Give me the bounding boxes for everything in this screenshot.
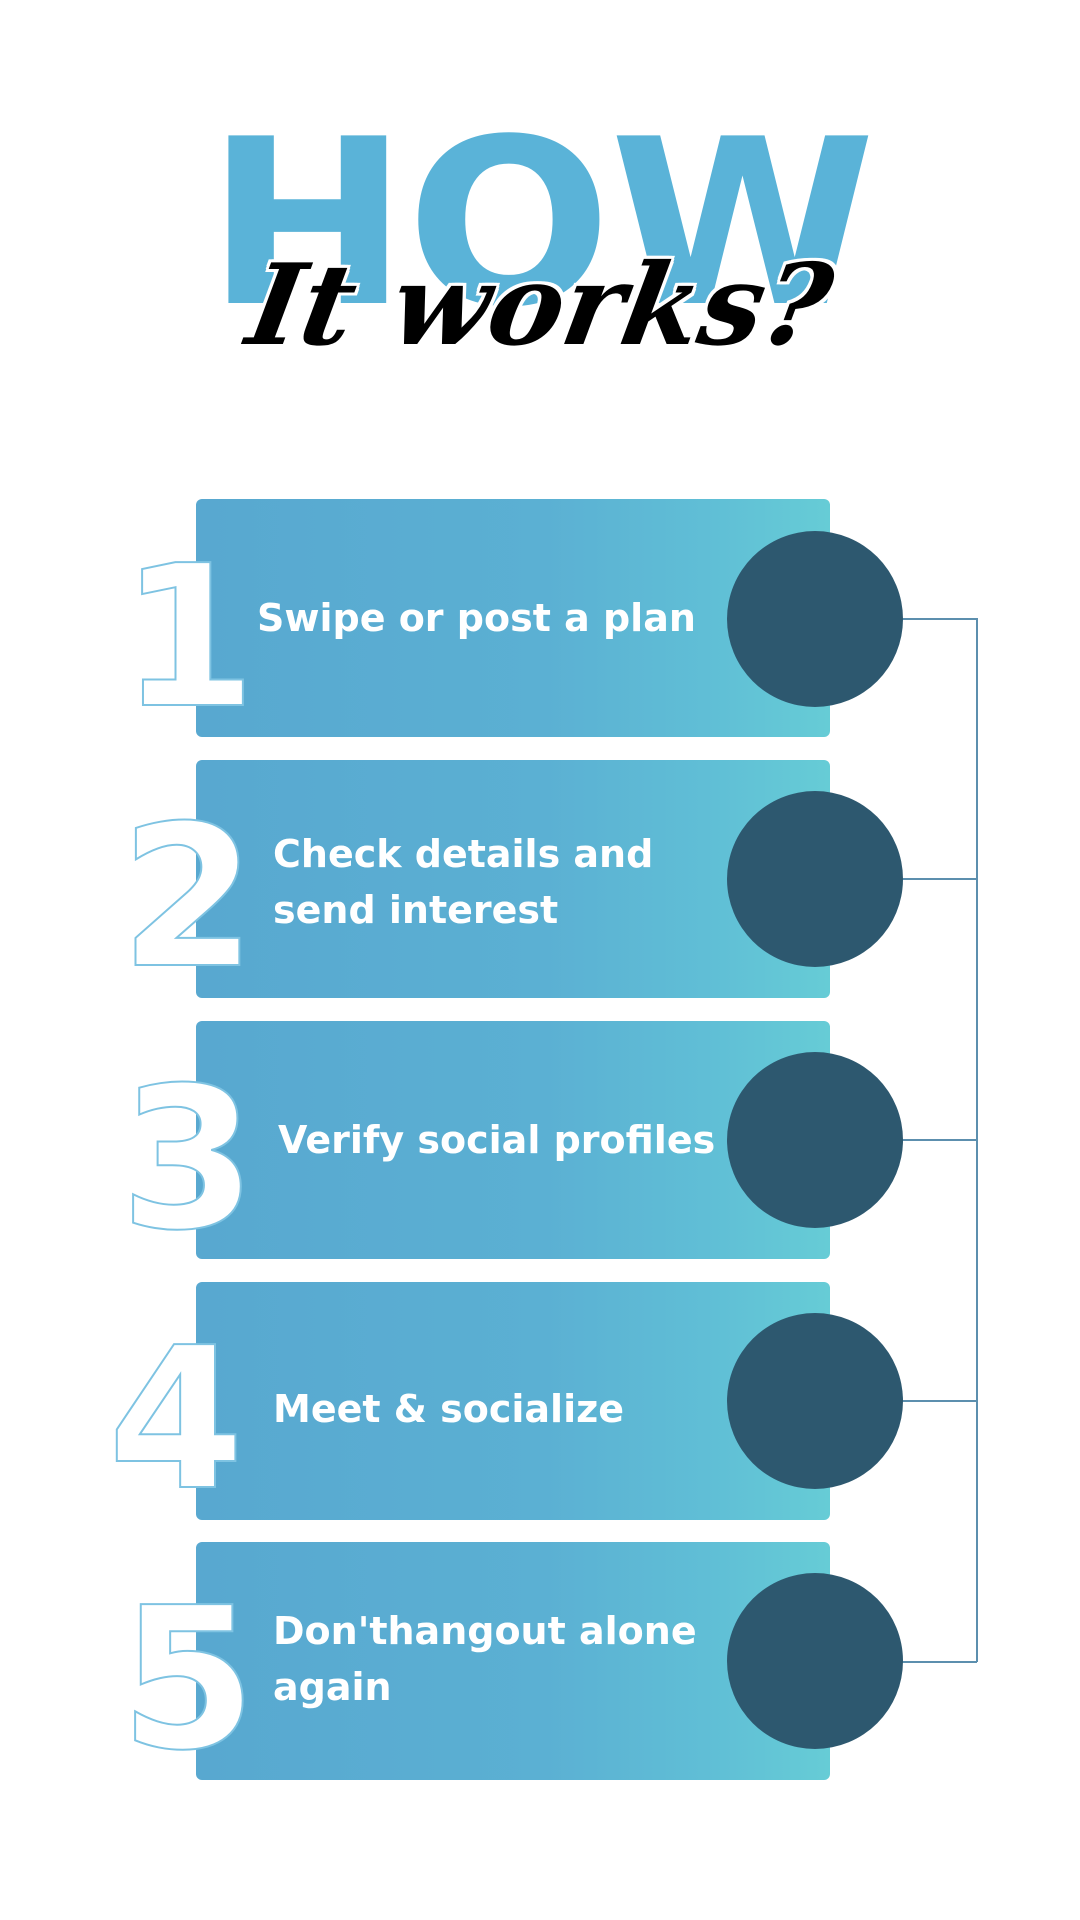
step-2-text: Check details and send interest [273,826,653,938]
step-1-text: Swipe or post a plan [257,596,696,640]
step-5-text: Don'thangout alone again [273,1603,697,1715]
step-2-number: 2 [119,784,257,1012]
step-4-text: Meet & socialize [273,1387,624,1431]
step-3-text: Verify social profiles [278,1118,716,1162]
step-1-circle [727,531,903,707]
connector-tick-5 [900,1661,977,1663]
connector-tick-2 [900,878,977,880]
step-2-circle [727,791,903,967]
step-5-circle [727,1573,903,1749]
step-3-circle [727,1052,903,1228]
step-5-number: 5 [119,1566,257,1794]
connector-tick-1 [900,618,977,620]
step-card-1 [196,499,830,737]
step-card-3 [196,1021,830,1259]
step-4-circle [727,1313,903,1489]
step-card-4 [196,1282,830,1520]
connector-tick-3 [900,1139,977,1141]
title-block: HOW It works? [0,0,1080,420]
step-1-number: 1 [119,524,257,752]
step-4-number: 4 [107,1306,245,1534]
step-card-2 [196,760,830,998]
title-it-works: It works? [238,240,842,371]
step-5-text-line-1: Don'thangout alone [273,1609,697,1653]
step-card-5 [196,1542,830,1780]
title-how: HOW [206,91,876,358]
step-3-number: 3 [119,1046,257,1274]
connector-tick-4 [900,1400,977,1402]
step-2-text-line-2: send interest [273,888,559,932]
step-2-text-line-1: Check details and [273,832,654,876]
step-5-text-line-2: again [273,1665,392,1709]
